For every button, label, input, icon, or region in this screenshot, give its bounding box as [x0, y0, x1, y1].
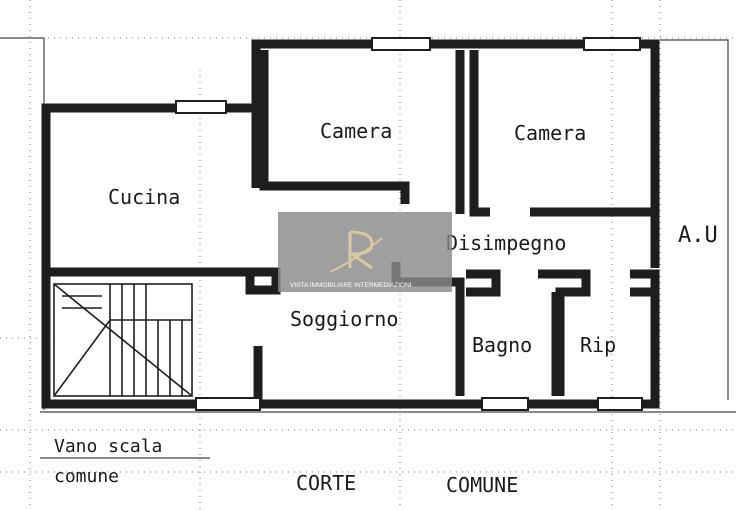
room-label-disimpegno: Disimpegno: [446, 231, 566, 255]
room-label-cucina: Cucina: [108, 185, 180, 209]
label-side: A.U: [678, 223, 718, 248]
staircase: [53, 283, 193, 397]
room-label-soggiorno: Soggiorno: [290, 307, 398, 331]
room-label-bagno: Bagno: [472, 333, 532, 357]
watermark-logo-icon: [329, 230, 383, 273]
room-label-camera-2: Camera: [514, 121, 586, 145]
label-comune: COMUNE: [446, 473, 518, 497]
walls: [41, 39, 660, 409]
neighbour-outline: [0, 37, 736, 459]
label-vano-scala: Vano scala: [54, 436, 162, 457]
watermark: VISTA IMMOBILIARE INTERMEDIAZIONI: [278, 212, 452, 292]
label-vano-scala-comune: comune: [54, 466, 119, 487]
room-label-camera-1: Camera: [320, 119, 392, 143]
window-marks: [175, 37, 643, 411]
watermark-tagline: VISTA IMMOBILIARE INTERMEDIAZIONI: [290, 282, 412, 289]
label-corte: CORTE: [296, 471, 356, 495]
room-label-rip: Rip: [580, 333, 616, 357]
